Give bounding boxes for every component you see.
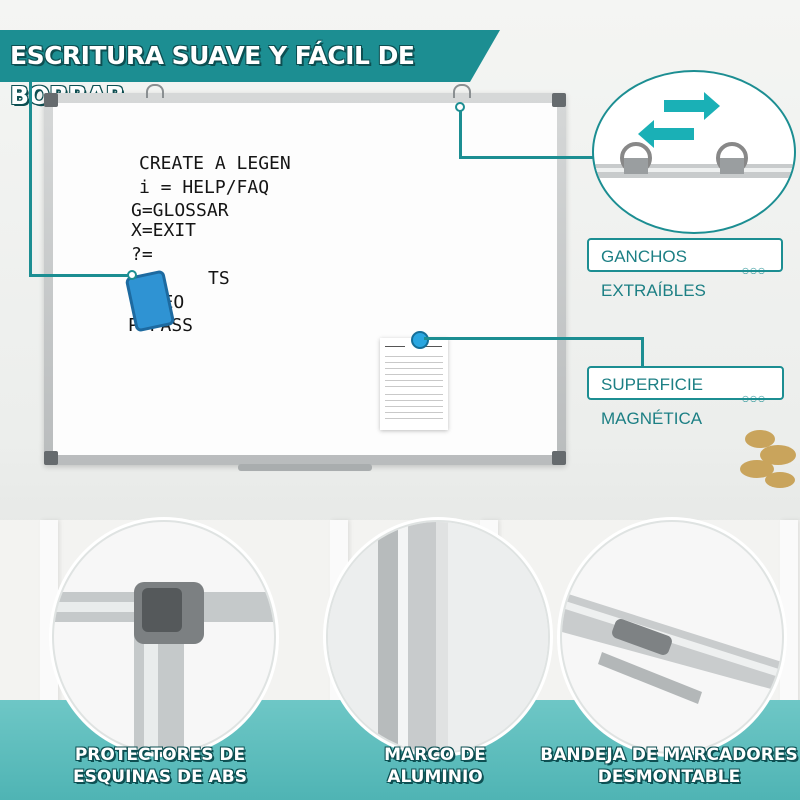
- board-line: CREATE A LEGEN: [139, 153, 291, 174]
- callout-line: [459, 110, 462, 158]
- feature-label-frame: MARCO DE ALUMINIO: [330, 744, 540, 788]
- corner-protector: [44, 451, 58, 465]
- feature-label-line: ALUMINIO: [387, 767, 483, 787]
- feature-label-line: ESQUINAS DE ABS: [73, 767, 247, 787]
- aluminum-frame-illustration: [328, 522, 548, 752]
- feature-label-corners: PROTECTORES DE ESQUINAS DE ABS: [60, 744, 260, 788]
- hooks-label: GANCHOS EXTRAÍBLES: [587, 238, 783, 300]
- feature-label-line: MARCO DE: [384, 745, 486, 765]
- feature-label-line: BANDEJA DE MARCADORES: [540, 745, 798, 765]
- corner-protector-detail-circle: [52, 520, 276, 754]
- title-banner: [0, 30, 500, 82]
- marker-tray-detail-circle: [560, 520, 784, 754]
- board-line: i = HELP/FAQ: [139, 177, 270, 198]
- label-dots: ○○○: [742, 394, 766, 403]
- callout-line: [29, 274, 133, 277]
- paper-sheet: [380, 338, 448, 430]
- corner-protector: [552, 451, 566, 465]
- board-line: X=EXIT: [131, 220, 197, 241]
- corner-protector: [552, 93, 566, 107]
- dried-grass-plant: [735, 420, 800, 510]
- hook-icon: [453, 84, 471, 98]
- callout-line: [424, 337, 644, 340]
- marker-tray-illustration: [562, 592, 782, 704]
- callout-line: [459, 156, 599, 159]
- aluminum-frame-detail-circle: [326, 520, 550, 754]
- magnetic-label: SUPERFICIE MAGNÉTICA: [587, 366, 784, 428]
- label-dots: ○○○: [742, 266, 766, 275]
- feature-label-line: DESMONTABLE: [597, 767, 741, 787]
- callout-line: [641, 337, 644, 367]
- hook-icon: [146, 84, 164, 98]
- marker-tray: [238, 464, 372, 471]
- callout-dot: [127, 270, 137, 280]
- board-line: G=GLOSSAR: [131, 200, 229, 221]
- corner-protector-illustration: [54, 582, 274, 752]
- feature-label-tray: BANDEJA DE MARCADORES DESMONTABLE: [540, 744, 798, 788]
- board-line: ?=: [131, 244, 153, 265]
- magnet-icon: [411, 331, 429, 349]
- board-line: TS: [208, 268, 230, 289]
- feature-label-line: PROTECTORES DE: [74, 745, 246, 765]
- hooks-illustration: [594, 92, 794, 178]
- callout-line: [29, 80, 32, 276]
- hooks-detail-circle: [592, 70, 796, 234]
- corner-protector: [44, 93, 58, 107]
- banner-title: ESCRITURA SUAVE Y FÁCIL DE BORRAR: [10, 41, 415, 110]
